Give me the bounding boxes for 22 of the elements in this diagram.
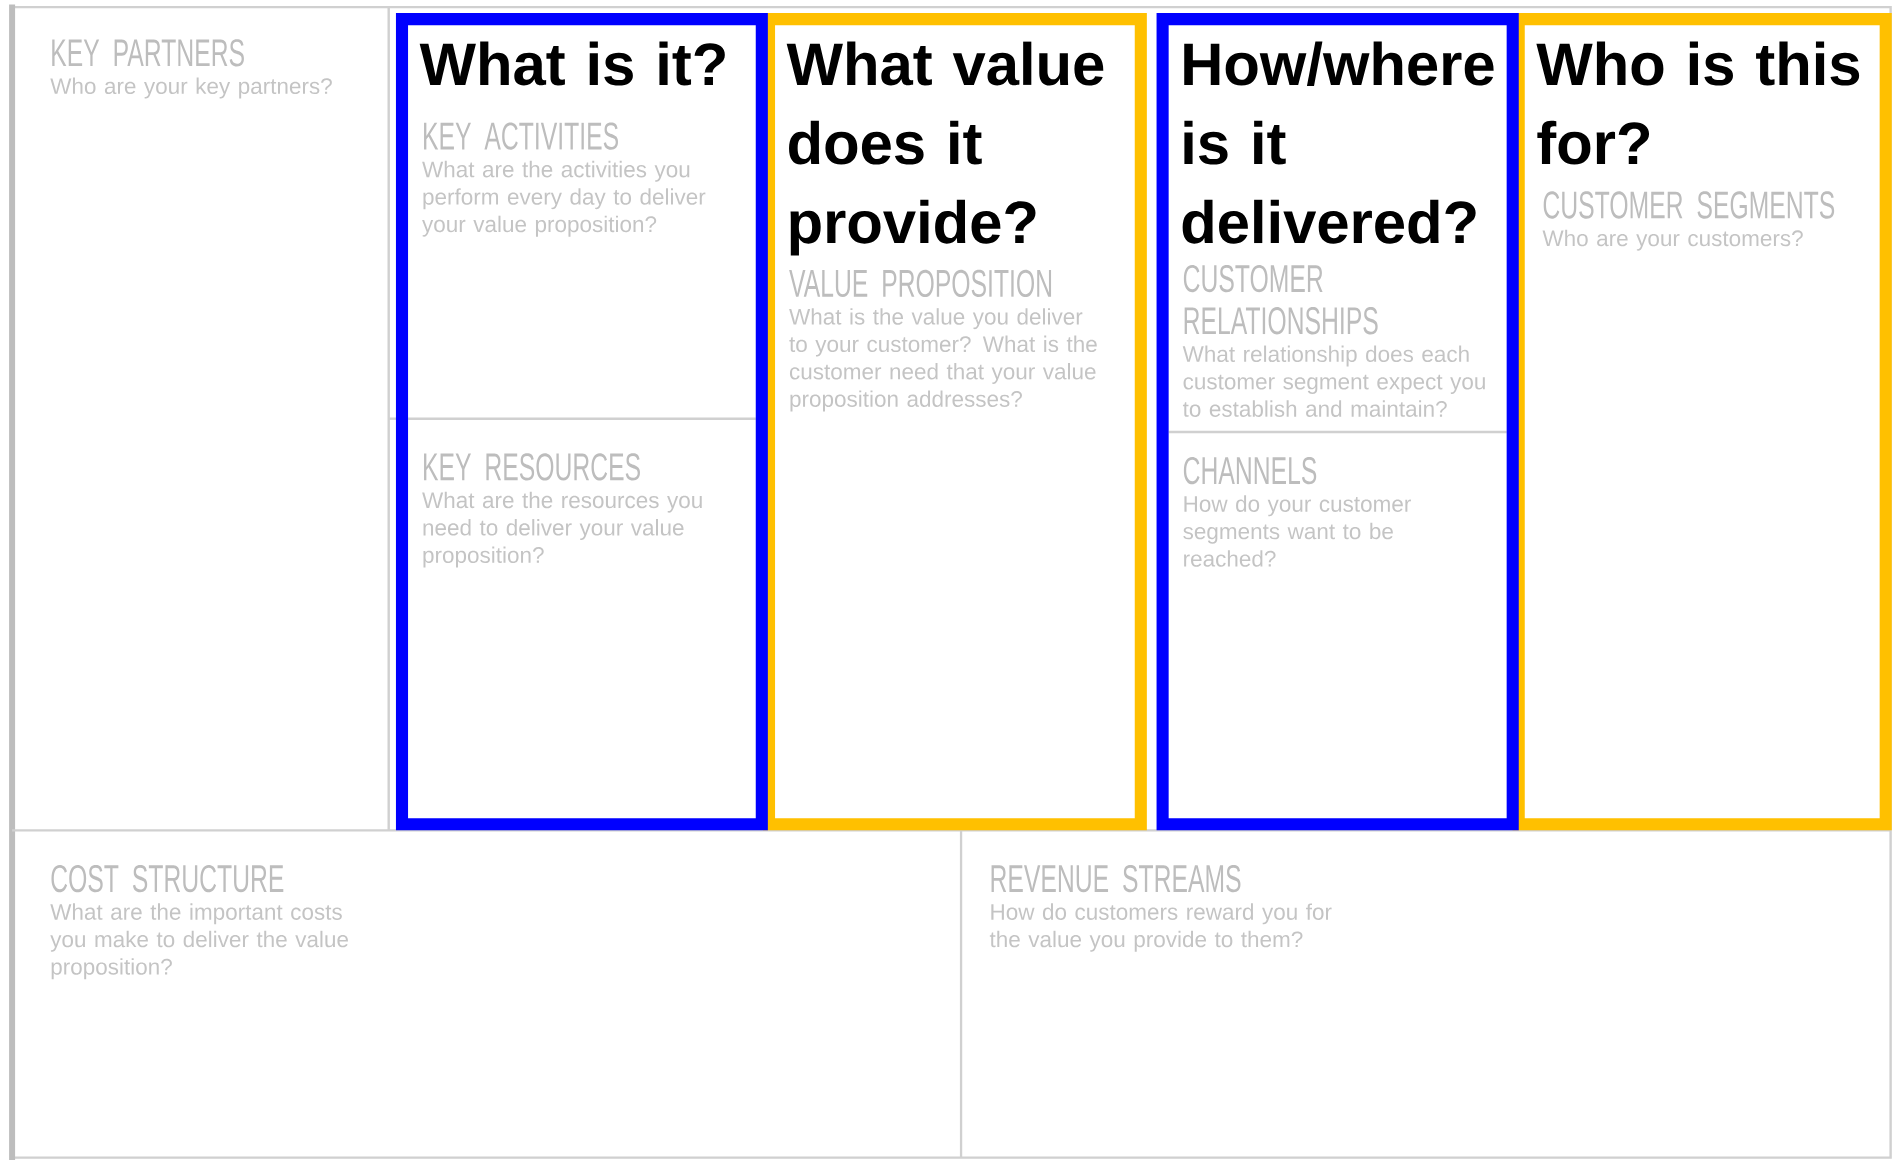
question-text: How/where is it delivered? [1182,41,1494,244]
section-heading: KEY RESOURCES [424,453,640,481]
section-heading: REVENUE STREAMS [991,864,1241,893]
section-heading: VALUE PROPOSITION [789,269,1052,298]
section-heading: COST STRUCTURE [51,864,284,893]
prompt-text: Who are your customers? [1542,229,1803,251]
section-heading: KEY ACTIVITIES [424,122,618,150]
question-text: What is it? [419,41,725,86]
prompt-text: What are the resources you need to deliver your value proposition? [422,491,702,568]
prompt-text: How do customers reward you for the value you provide to them? [989,903,1332,952]
question-text: Who is this for? [1536,41,1860,165]
section-heading: KEY PARTNERS [52,39,244,67]
prompt-text: What are the activities you perform every day to deliver your value proposition? [422,160,706,237]
question-text: What value does it provide? [786,41,1104,256]
section-heading: CUSTOMER SEGMENTS [1543,191,1835,219]
section-heading: CUSTOMER RELATIONSHIPS [1183,264,1378,335]
prompt-text: How do your customer segments want to be reached? [1183,495,1411,567]
prompt-text: Who are your key partners? [50,77,332,99]
prompt-text: What is the value you deliver to your customer? What is the customer need that your value proposition addresses? [789,308,1097,412]
section-heading: CHANNELS [1183,456,1317,485]
prompt-text: What are the important costs you make to deliver the value proposition? [50,903,348,980]
prompt-text: What relationship does each customer segment expect you to establish and maintain? [1182,345,1485,417]
